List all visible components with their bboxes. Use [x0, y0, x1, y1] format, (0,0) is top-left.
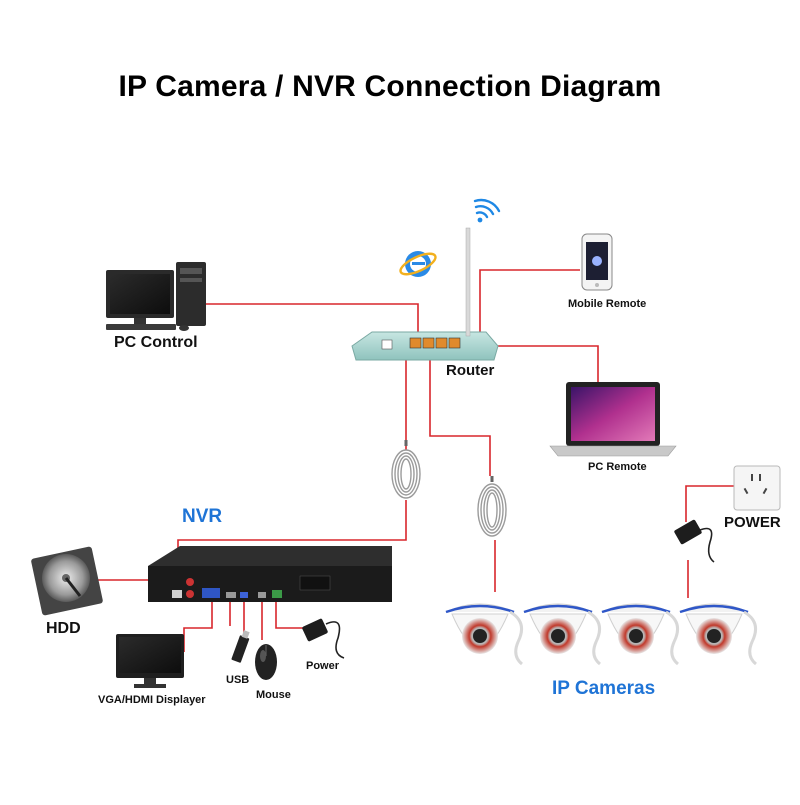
- wall-socket-icon: [733, 465, 781, 511]
- nvr-label: NVR: [182, 506, 223, 527]
- router-label: Router: [446, 362, 495, 379]
- router-lan-port-4: [448, 337, 461, 349]
- nvr-lan-port: [172, 590, 182, 598]
- pc-monitor-stand: [134, 318, 146, 324]
- vga-hdmi-label: VGA/HDMI Displayer: [98, 694, 206, 706]
- pc-mouse: [179, 325, 189, 331]
- nvr-audio-port: [186, 578, 194, 586]
- wifi-icon: [473, 198, 501, 223]
- diagram-title: IP Camera / NVR Connection Diagram: [118, 70, 662, 103]
- monitor-icon: [116, 634, 184, 688]
- router-camera-cable: [429, 356, 491, 476]
- coiled-cable-icon: [391, 440, 421, 499]
- mouse-label: Mouse: [256, 689, 291, 701]
- mouse-icon: [255, 644, 277, 680]
- coiled-cable-icon-2: [477, 476, 507, 537]
- router-mobile-cable: [479, 269, 580, 342]
- power-adapter-icon: [302, 618, 345, 659]
- router-antenna: [465, 227, 471, 337]
- pc-control-label: PC Control: [114, 334, 198, 351]
- hard-drive-icon: [31, 546, 103, 616]
- smartphone-icon: [581, 233, 613, 291]
- nvr-usb-port-2: [258, 592, 266, 598]
- usb-label: USB: [226, 674, 250, 686]
- power-small-label: Power: [306, 660, 340, 672]
- router-lan-port-2: [422, 337, 435, 349]
- router-icon: [351, 227, 499, 361]
- pc-keyboard: [106, 324, 176, 330]
- pc-remote-label: PC Remote: [588, 461, 647, 473]
- router-wan-port: [381, 339, 393, 350]
- ie-browser-icon: [399, 251, 437, 277]
- power-adapter-icon-2: [674, 519, 715, 563]
- pc-monitor-screen: [110, 274, 170, 314]
- mobile-remote-label: Mobile Remote: [568, 298, 647, 310]
- nvr-label-plate: [299, 575, 331, 591]
- dome-camera-icon: [445, 603, 524, 666]
- vga-cable: [183, 598, 213, 652]
- nvr-box-icon: [148, 546, 392, 602]
- cables: [98, 269, 734, 652]
- dome-camera-icon-2: [522, 602, 602, 666]
- pc-control-group: [106, 262, 206, 331]
- dome-camera-icon-4: [678, 602, 758, 666]
- router-lan-port-3: [435, 337, 448, 349]
- pc-tower-drive-2: [180, 278, 202, 282]
- power-label: POWER: [724, 514, 781, 531]
- nvr-audio-port-2: [186, 590, 194, 598]
- pc-tower-drive: [180, 268, 202, 274]
- nvr-power-port: [272, 590, 282, 598]
- router-lan-port-1: [409, 337, 422, 349]
- nvr-power-cable: [275, 598, 306, 629]
- nvr-usb-port: [240, 592, 248, 598]
- hdd-label: HDD: [46, 620, 81, 637]
- router-laptop-cable: [498, 345, 599, 382]
- nvr-hdmi-port: [226, 592, 236, 598]
- nvr-vga-port: [202, 588, 220, 598]
- usb-stick-icon: [231, 630, 250, 663]
- dome-camera-icon-3: [600, 602, 680, 666]
- pc-router-cable: [200, 303, 419, 340]
- ip-cameras-label: IP Cameras: [552, 678, 656, 699]
- socket-adapter-cable: [685, 485, 734, 522]
- laptop-icon: [549, 382, 677, 457]
